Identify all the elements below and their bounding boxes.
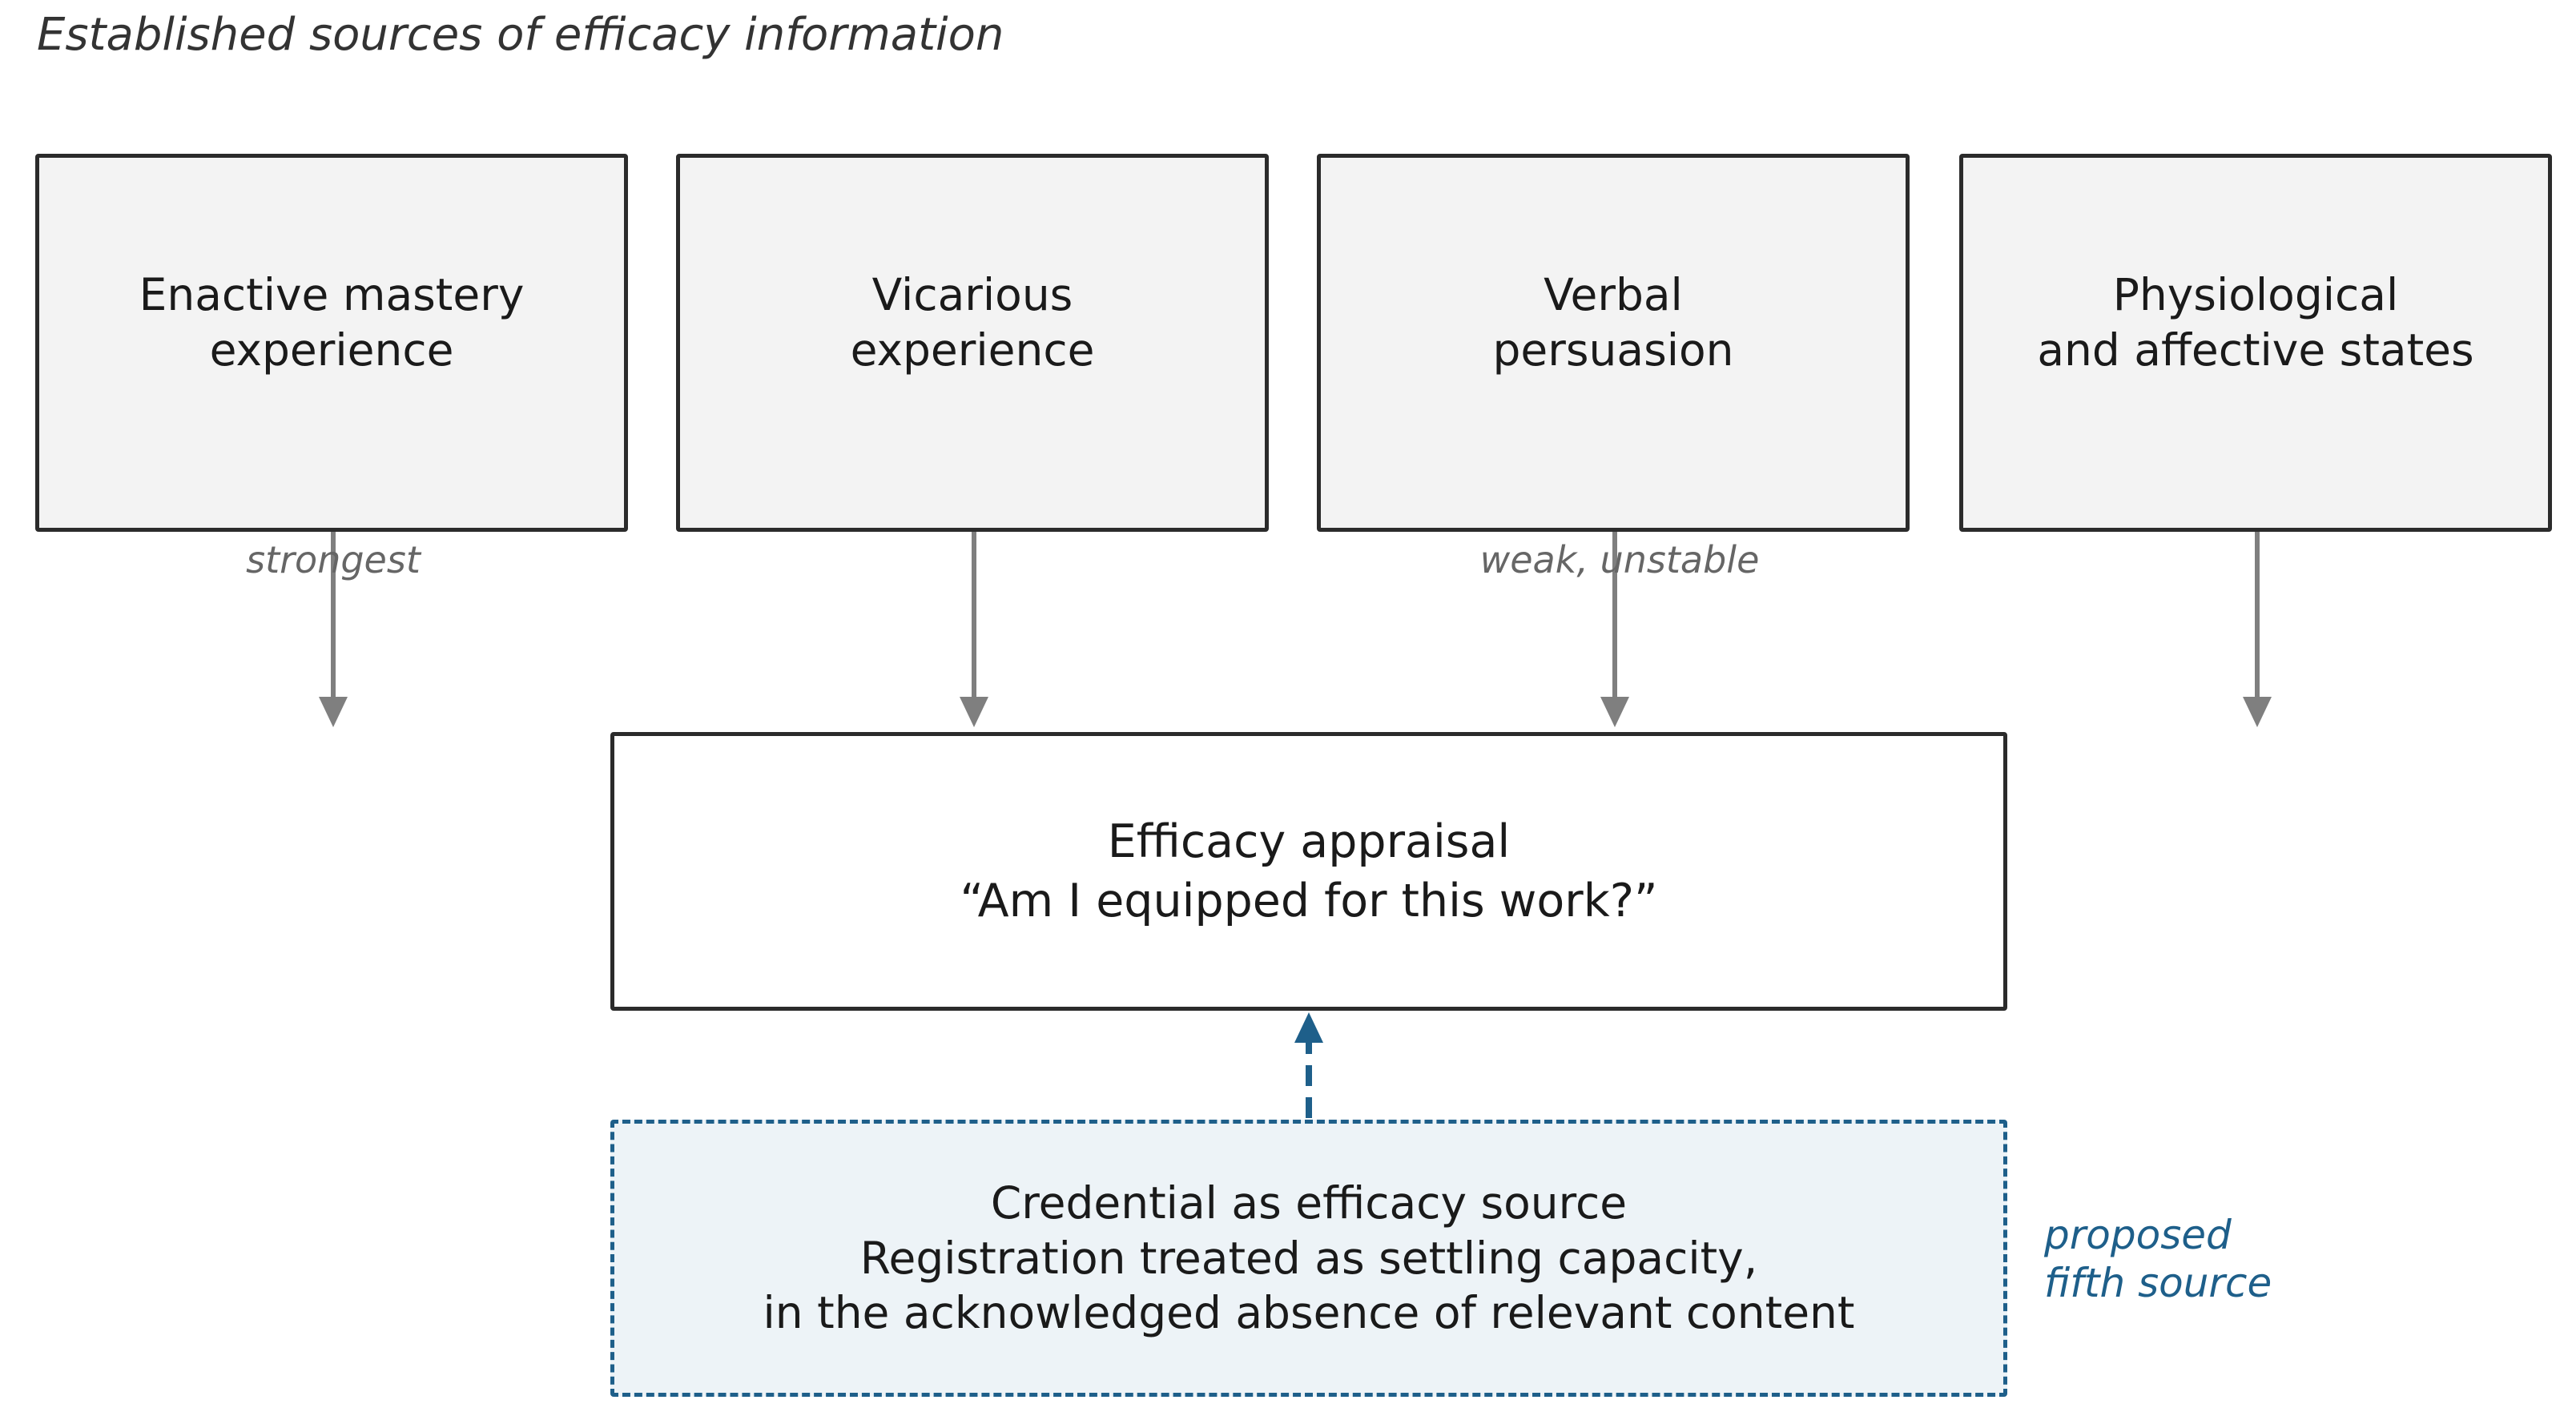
source-box-vicarious: Vicarious experience xyxy=(676,154,1269,532)
source-label: Verbal persuasion xyxy=(1492,269,1734,376)
arrow-physiological xyxy=(2243,532,2272,727)
source-label: Vicarious experience xyxy=(850,269,1095,376)
efficacy-appraisal-box: Efficacy appraisal “Am I equipped for th… xyxy=(610,732,2007,1011)
note-weak-unstable: weak, unstable xyxy=(1479,538,1760,581)
proposed-fifth-source-label: proposed fifth source xyxy=(2044,1211,2272,1307)
appraisal-title: Efficacy appraisal xyxy=(1107,815,1511,868)
arrow-enactive xyxy=(319,532,348,727)
source-box-verbal-persuasion: Verbal persuasion xyxy=(1317,154,1910,532)
arrow-vicarious xyxy=(960,532,988,727)
appraisal-question: “Am I equipped for this work?” xyxy=(960,875,1658,927)
arrow-verbal xyxy=(1600,532,1629,727)
source-label: Enactive mastery experience xyxy=(139,269,525,376)
credential-title: Credential as efficacy source xyxy=(990,1177,1628,1229)
proposed-line-1: proposed xyxy=(2044,1212,2232,1258)
source-label: Physiological and affective states xyxy=(2037,269,2474,376)
proposed-line-2: fifth source xyxy=(2044,1260,2272,1306)
arrow-credential-dashed xyxy=(1294,1012,1323,1118)
source-box-physiological: Physiological and affective states xyxy=(1959,154,2552,532)
credential-source-box: Credential as efficacy source Registrati… xyxy=(610,1120,2007,1397)
diagram-title: Established sources of efficacy informat… xyxy=(37,9,1004,61)
credential-line-3: in the acknowledged absence of relevant … xyxy=(763,1287,1855,1339)
credential-line-2: Registration treated as settling capacit… xyxy=(859,1232,1758,1284)
note-strongest: strongest xyxy=(246,538,421,581)
source-box-enactive-mastery: Enactive mastery experience xyxy=(35,154,628,532)
